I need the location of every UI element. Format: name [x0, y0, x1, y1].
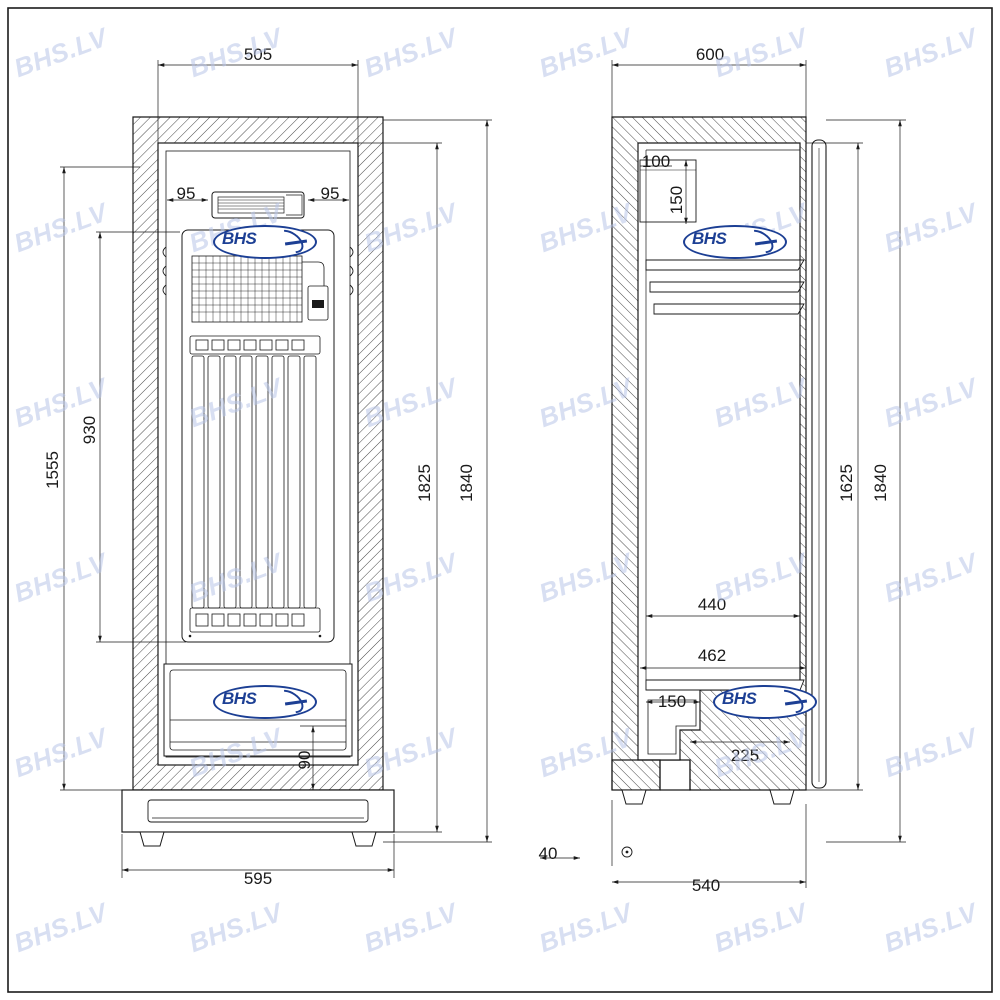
dim-95-right: 95 — [321, 184, 340, 203]
dim-150-base: 150 — [658, 692, 686, 711]
bhs-logo: BHS — [213, 685, 317, 719]
dim-462: 462 — [698, 646, 726, 665]
logo-text: BHS — [222, 229, 257, 248]
logo-text: BHS — [692, 229, 727, 248]
dim-505: 505 — [244, 45, 272, 64]
logo-text: BHS — [722, 689, 757, 708]
dim-540: 540 — [692, 876, 720, 895]
dim-440: 440 — [698, 595, 726, 614]
dim-1555: 1555 — [43, 451, 62, 489]
dim-150-top: 150 — [667, 186, 686, 214]
dim-1825: 1825 — [415, 464, 434, 502]
dim-95-left: 95 — [177, 184, 196, 203]
dim-600: 600 — [696, 45, 724, 64]
dim-930: 930 — [80, 416, 99, 444]
dim-90: 90 — [295, 751, 314, 770]
logo-text: BHS — [222, 689, 257, 708]
dim-595: 595 — [244, 869, 272, 888]
bhs-logo: BHS — [683, 225, 787, 259]
bhs-logo: BHS — [213, 225, 317, 259]
bhs-logo: BHS — [713, 685, 817, 719]
dim-1840-side: 1840 — [871, 464, 890, 502]
dim-100: 100 — [642, 152, 670, 171]
dim-225: 225 — [731, 746, 759, 765]
dim-40: 40 — [539, 844, 558, 863]
dim-1840-front: 1840 — [457, 464, 476, 502]
dim-1625: 1625 — [837, 464, 856, 502]
